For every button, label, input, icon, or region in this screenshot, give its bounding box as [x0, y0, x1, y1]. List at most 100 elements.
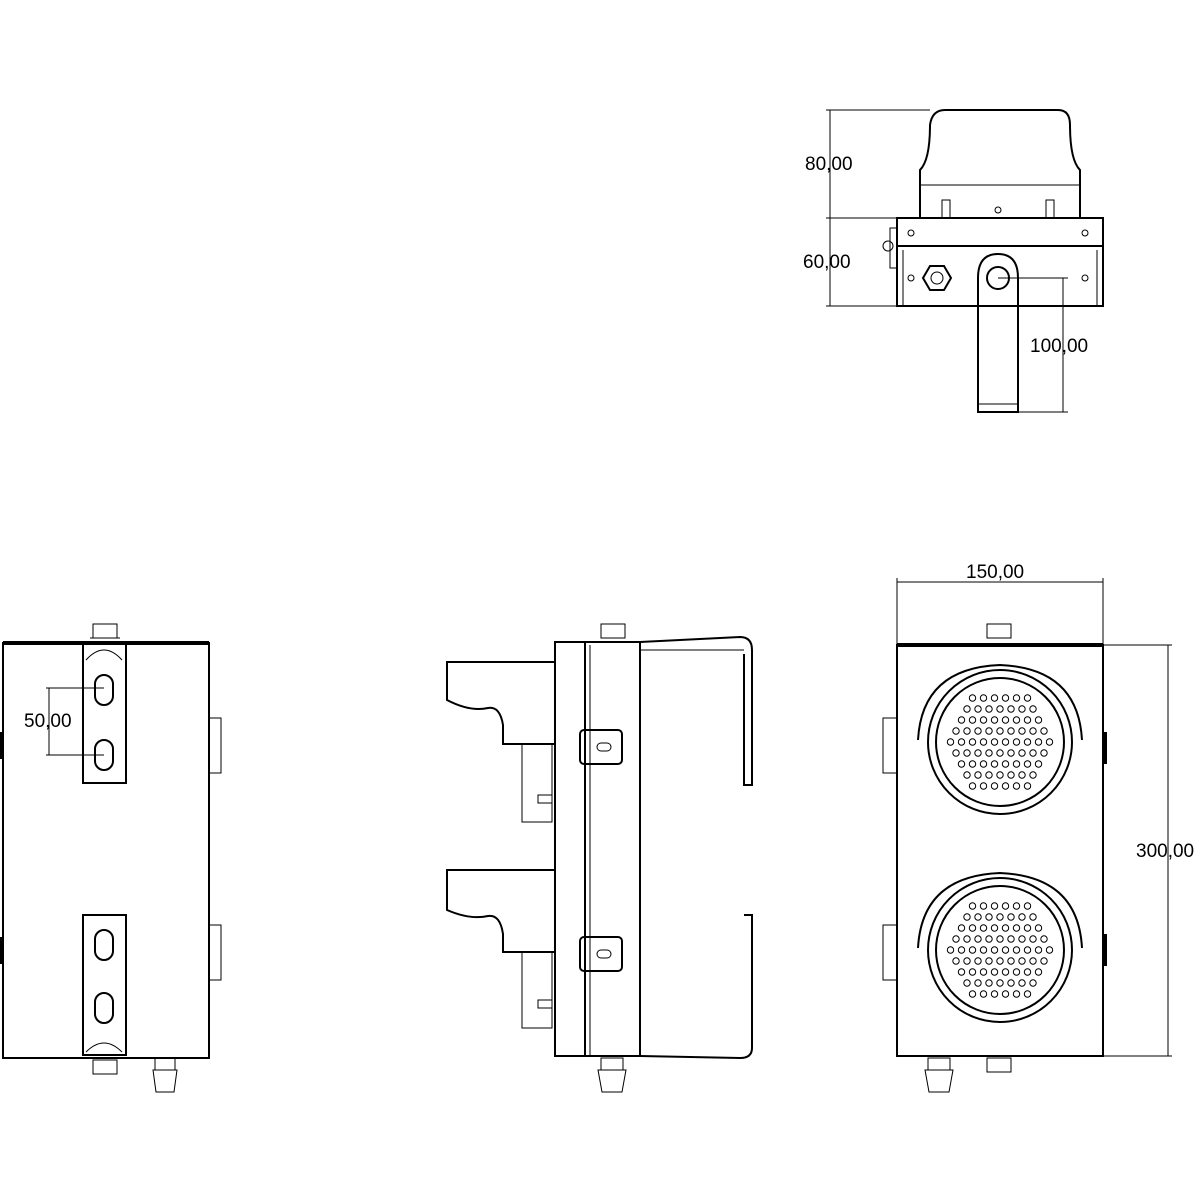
led-dot — [1012, 990, 1021, 998]
front-view-hinge-lower — [882, 924, 898, 981]
led-dot — [974, 979, 982, 987]
led-dot — [1012, 902, 1021, 910]
side-view-lower-foot-tab — [537, 999, 553, 1009]
led-dot — [979, 946, 988, 954]
front-view-right-tab-upper — [1102, 732, 1107, 764]
front-view-lower-led-grid — [946, 902, 1054, 998]
led-dot — [1007, 727, 1015, 735]
led-dot — [979, 968, 988, 976]
dim-100-label: 100,00 — [1030, 336, 1088, 357]
top-view-clip-left — [941, 199, 951, 219]
led-dot — [990, 924, 999, 932]
front-view: 150,00 300,00 — [882, 562, 1194, 1093]
led-dot — [1023, 760, 1032, 768]
led-dot — [968, 990, 977, 998]
led-dot — [963, 749, 971, 757]
led-dot — [963, 979, 971, 987]
led-dot — [1012, 946, 1021, 954]
top-view-hood — [919, 109, 1081, 218]
side-view-hinge-upper — [579, 729, 623, 765]
led-dot — [990, 716, 999, 724]
top-view-center-dot — [994, 206, 1002, 214]
front-view-body — [896, 644, 1104, 1057]
led-dot — [974, 913, 982, 921]
led-dot — [1034, 946, 1043, 954]
led-dot — [963, 935, 971, 943]
led-dot — [974, 749, 982, 757]
led-dot — [1040, 957, 1048, 965]
led-dot — [1001, 782, 1010, 790]
back-view-slot-lower-a — [94, 929, 114, 961]
back-view-cable-gland-body — [152, 1069, 178, 1093]
led-dot — [985, 913, 993, 921]
led-dot — [1018, 771, 1026, 779]
led-dot — [957, 738, 966, 746]
led-dot — [1029, 705, 1037, 713]
side-view-plate — [554, 641, 586, 1057]
front-view-upper-lamp-ring — [935, 677, 1065, 807]
led-dot — [1001, 924, 1010, 932]
led-dot — [968, 946, 977, 954]
led-dot — [1012, 716, 1021, 724]
led-dot — [990, 990, 999, 998]
side-view-visor-lower — [639, 914, 753, 1060]
led-dot — [952, 727, 960, 735]
top-view-hole-a — [907, 274, 915, 282]
led-dot — [1045, 946, 1054, 954]
led-dot — [957, 946, 966, 954]
led-dot — [1001, 760, 1010, 768]
led-dot — [1034, 760, 1043, 768]
led-dot — [1012, 924, 1021, 932]
back-view: 50,00 — [0, 623, 222, 1093]
back-view-lower-bracket — [82, 914, 127, 1056]
led-dot — [990, 968, 999, 976]
led-dot — [990, 694, 999, 702]
led-dot — [974, 705, 982, 713]
led-dot — [979, 738, 988, 746]
led-dot — [968, 694, 977, 702]
side-view-top-bolt — [600, 623, 626, 639]
back-view-upper-bracket-arc — [85, 649, 123, 661]
front-view-right-tab-lower — [1102, 934, 1107, 966]
led-dot — [996, 771, 1004, 779]
led-dot — [968, 924, 977, 932]
led-dot — [1029, 913, 1037, 921]
led-dot — [957, 716, 966, 724]
led-dot — [1007, 749, 1015, 757]
led-dot — [996, 957, 1004, 965]
dim-300-label: 300,00 — [1136, 841, 1194, 862]
top-view-hole-b — [1081, 274, 1089, 282]
led-dot — [1007, 705, 1015, 713]
led-dot — [985, 957, 993, 965]
back-view-lower-bracket-arc — [85, 1042, 123, 1053]
led-dot — [1001, 738, 1010, 746]
side-view-hinge-lower — [579, 936, 623, 972]
led-dot — [968, 760, 977, 768]
led-dot — [996, 727, 1004, 735]
led-dot — [968, 968, 977, 976]
led-dot — [963, 957, 971, 965]
led-dot — [1029, 749, 1037, 757]
back-view-cable-gland — [154, 1057, 176, 1071]
led-dot — [1029, 979, 1037, 987]
led-dot — [1034, 738, 1043, 746]
led-dot — [1034, 716, 1043, 724]
front-view-upper-led-grid — [946, 694, 1054, 790]
led-dot — [1018, 705, 1026, 713]
led-dot — [952, 749, 960, 757]
led-dot — [1045, 738, 1054, 746]
side-view — [446, 623, 753, 1093]
led-dot — [1040, 727, 1048, 735]
top-view-hole-right — [1081, 229, 1089, 237]
top-view-upper-plate — [896, 217, 1104, 247]
led-dot — [979, 782, 988, 790]
front-view-hinge-upper — [882, 717, 898, 774]
led-dot — [1001, 694, 1010, 702]
led-dot — [1018, 727, 1026, 735]
led-dot — [979, 760, 988, 768]
led-dot — [974, 957, 982, 965]
side-view-visor-upper — [639, 635, 753, 786]
led-dot — [974, 771, 982, 779]
back-view-hinge-lower — [208, 924, 222, 981]
